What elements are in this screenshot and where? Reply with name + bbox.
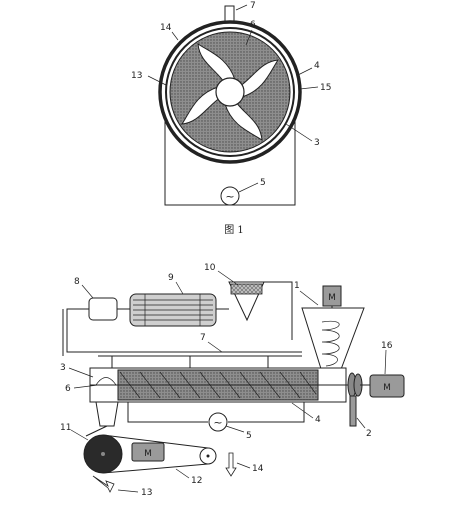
label-5: 5 xyxy=(260,178,266,188)
support-post xyxy=(349,395,357,427)
conveyor-motor xyxy=(131,442,165,462)
figure-1-caption: 图 1 xyxy=(224,224,244,236)
outlet-funnel xyxy=(95,401,119,427)
motor-label-2: M xyxy=(383,383,391,393)
label-5b: 5 xyxy=(246,431,252,441)
filter-cone xyxy=(228,281,265,322)
figure-1: ~ 7 6 14 4 13 15 3 5 图 1 xyxy=(131,1,331,236)
drive-motor xyxy=(369,374,405,398)
output-arrow-left xyxy=(92,475,115,493)
conveyor: M xyxy=(83,434,237,493)
label-15: 15 xyxy=(320,83,331,93)
output-arrow-down xyxy=(225,452,237,477)
label-3b: 3 xyxy=(60,363,66,373)
label-6: 6 xyxy=(250,20,256,30)
label-11: 11 xyxy=(60,423,71,433)
hub xyxy=(215,77,245,107)
vacuum-pipe xyxy=(66,308,98,353)
label-8: 8 xyxy=(74,277,80,287)
label-7b: 7 xyxy=(200,333,206,343)
drive-assembly: M xyxy=(347,372,405,427)
label-2: 2 xyxy=(366,429,372,439)
label-14: 14 xyxy=(160,23,172,33)
label-10: 10 xyxy=(204,263,216,273)
label-13: 13 xyxy=(131,71,142,81)
label-4: 4 xyxy=(314,61,320,71)
label-14b: 14 xyxy=(252,464,264,474)
label-13b: 13 xyxy=(141,488,152,498)
motor-label-1: M xyxy=(328,293,336,303)
ac-symbol-1: ~ xyxy=(225,190,234,203)
ac-symbol-2: ~ xyxy=(213,416,222,429)
figure-2: M M xyxy=(60,263,405,498)
label-3: 3 xyxy=(314,138,320,148)
ac-source-2 xyxy=(208,412,228,432)
condenser xyxy=(129,293,217,327)
label-1: 1 xyxy=(294,281,300,291)
label-16: 16 xyxy=(381,341,393,351)
inner-casing xyxy=(165,27,295,157)
hopper: M xyxy=(301,285,365,380)
label-4b: 4 xyxy=(315,415,321,425)
label-12: 12 xyxy=(191,476,202,486)
component-8 xyxy=(88,297,118,321)
label-6b: 6 xyxy=(65,384,71,394)
motor-label-3: M xyxy=(144,449,152,459)
ac-source-1 xyxy=(220,186,240,206)
main-tube xyxy=(89,367,360,403)
label-9: 9 xyxy=(168,273,174,283)
label-7: 7 xyxy=(250,1,256,11)
